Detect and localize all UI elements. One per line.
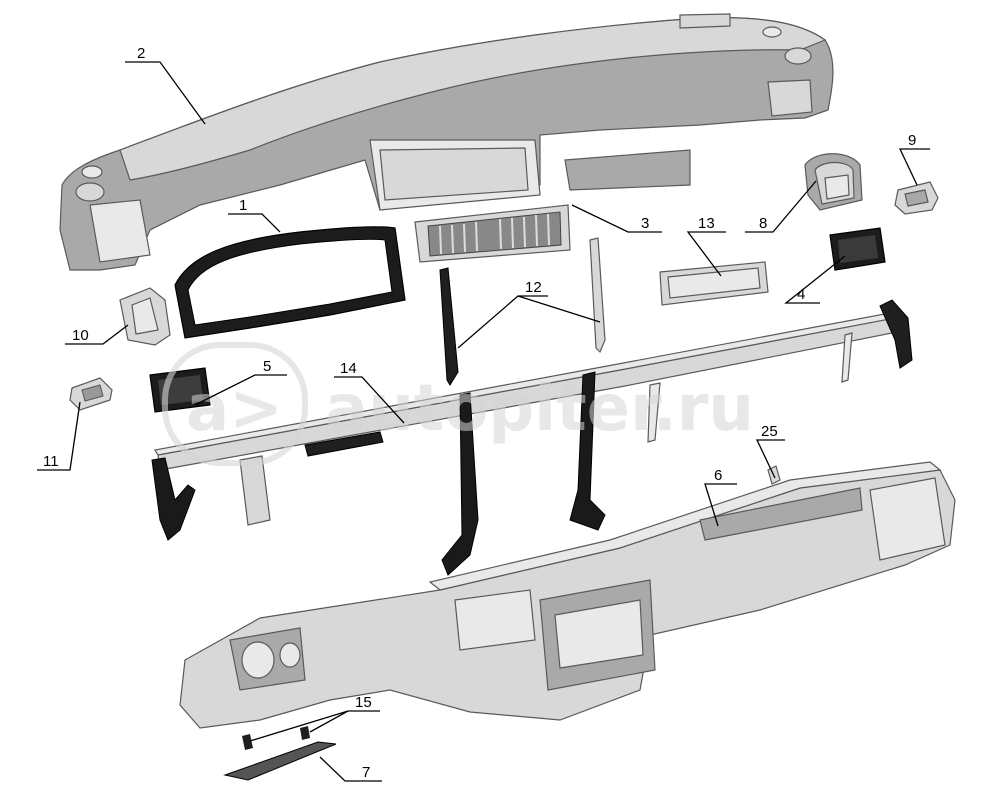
callout-11: 11 (43, 453, 59, 470)
part-12-supports (439, 237, 606, 386)
watermark: a> autopiter.ru (162, 342, 754, 466)
callout-1: 1 (239, 197, 247, 214)
callout-25: 25 (761, 423, 778, 440)
part-7-trim-strip (223, 741, 337, 781)
callout-5: 5 (263, 358, 271, 375)
part-10-bracket (119, 287, 171, 346)
part-14-cross-beam (151, 299, 913, 576)
callout-9: 9 (908, 132, 916, 149)
callout-10: 10 (72, 327, 89, 344)
part-13-tray (659, 261, 769, 306)
callout-7: 7 (362, 764, 370, 781)
callout-13: 13 (698, 215, 715, 232)
part-2-upper-dash-panel (59, 13, 834, 271)
callout-8: 8 (759, 215, 767, 232)
part-9-switch (894, 181, 939, 215)
watermark-logo: a> (186, 372, 283, 446)
callout-4: 4 (797, 286, 805, 303)
callout-14: 14 (340, 360, 357, 377)
callout-2: 2 (137, 45, 145, 62)
part-15-clips (242, 726, 310, 750)
part-4-switch-block (829, 227, 886, 271)
callout-15: 15 (355, 694, 372, 711)
callout-labels: 1 2 3 4 5 6 7 8 9 10 11 12 13 14 15 25 (43, 45, 916, 781)
part-11-small-bezel (69, 377, 113, 411)
part-3-center-vent (414, 204, 571, 263)
part-1-cluster-bezel (174, 226, 406, 339)
part-6-lower-carrier (179, 461, 956, 729)
callout-3: 3 (641, 215, 649, 232)
leader-lines (37, 61, 930, 782)
part-8-side-vent (804, 153, 863, 211)
watermark-text: autopiter.ru (325, 372, 754, 446)
callout-6: 6 (714, 467, 722, 484)
callout-12: 12 (525, 279, 542, 296)
